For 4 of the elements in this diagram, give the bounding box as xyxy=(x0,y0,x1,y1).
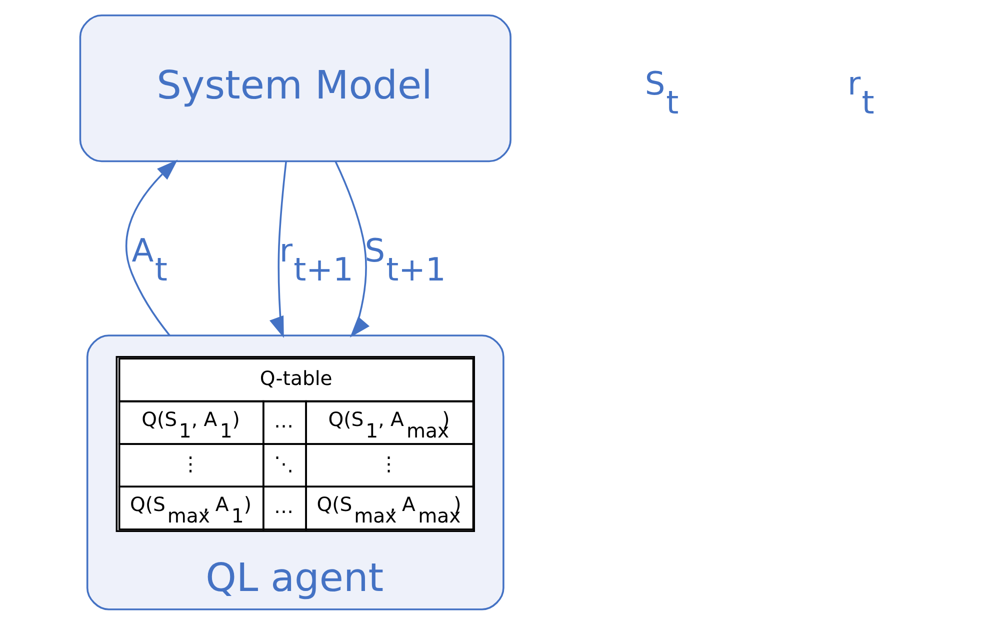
arrow xyxy=(334,161,370,338)
arrow xyxy=(270,161,287,338)
node-box: System Model xyxy=(79,14,512,162)
arrow xyxy=(126,160,178,336)
